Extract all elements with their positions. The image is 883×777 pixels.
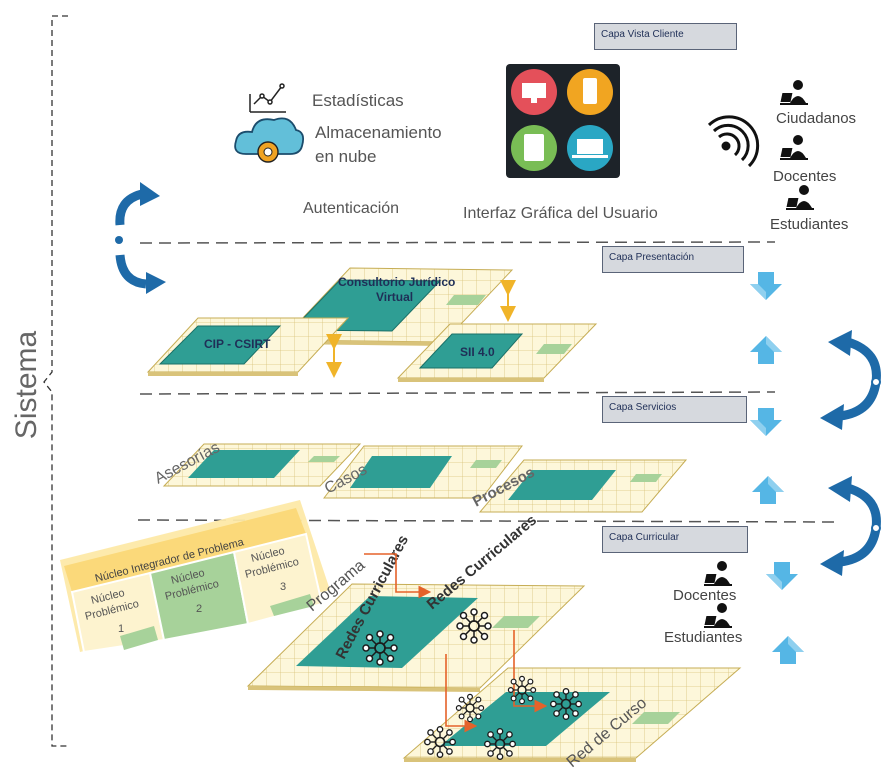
plane-sii	[396, 323, 598, 382]
system-label: Sistema	[10, 331, 43, 440]
consultorio-label-1: Consultorio Jurídico	[338, 275, 455, 289]
consultorio-label-2: Virtual	[376, 290, 413, 304]
wireless-icon	[707, 115, 760, 168]
layer-label-curricular: Capa Curricular	[602, 526, 748, 553]
plane-casos	[322, 445, 524, 499]
user-ciudadanos: Ciudadanos	[776, 110, 856, 127]
layer-label-servicios: Capa Servicios	[602, 396, 747, 423]
user-laptop-icon	[704, 603, 732, 628]
amber-connectors	[326, 280, 516, 378]
layer-label-presentacion: Capa Presentación	[602, 246, 744, 273]
flow-arrows	[364, 553, 548, 733]
user-estudiantes: Estudiantes	[770, 216, 848, 233]
curricular-user-docentes: Docentes	[673, 587, 736, 604]
chevron-up-icon	[772, 636, 804, 664]
nucleo-3-num: 3	[280, 581, 286, 593]
plane-asesorias	[162, 443, 362, 487]
storage-label-2: en nube	[315, 147, 376, 166]
chevron-down-icon	[750, 408, 782, 436]
plane-cip	[146, 317, 350, 376]
nucleo-2-num: 2	[196, 603, 202, 615]
user-laptop-icon	[704, 561, 732, 586]
chevron-up-icon	[750, 336, 782, 364]
stats-label: Estadísticas	[312, 91, 404, 110]
plane-programa	[246, 583, 586, 692]
sii-label: SII 4.0	[460, 345, 495, 359]
system-bracket	[43, 15, 68, 747]
cloud-gear-icon	[234, 117, 305, 163]
user-laptop-icon	[786, 185, 814, 210]
gui-label: Interfaz Gráfica del Usuario	[463, 205, 658, 222]
nucleo-integrador-panel	[60, 500, 330, 654]
user-laptop-icon	[780, 80, 808, 105]
user-laptop-icon	[780, 135, 808, 160]
chart-icon	[249, 83, 286, 113]
plane-procesos	[478, 459, 688, 513]
cip-label: CIP - CSIRT	[204, 337, 271, 351]
nucleo-1-num: 1	[118, 623, 124, 635]
chevron-down-icon	[766, 562, 798, 590]
layer-label-vista-cliente: Capa Vista Cliente	[594, 23, 737, 50]
user-docentes: Docentes	[773, 168, 836, 185]
devices-icon	[506, 64, 620, 178]
refresh-cycle-icon	[839, 337, 881, 567]
chevron-up-icon	[752, 476, 784, 504]
chevron-down-icon	[750, 272, 782, 300]
storage-label-1: Almacenamiento	[315, 123, 442, 142]
auth-label: Autenticación	[303, 200, 399, 217]
curricular-user-estudiantes: Estudiantes	[664, 629, 742, 646]
refresh-cycle-icon	[115, 189, 147, 289]
